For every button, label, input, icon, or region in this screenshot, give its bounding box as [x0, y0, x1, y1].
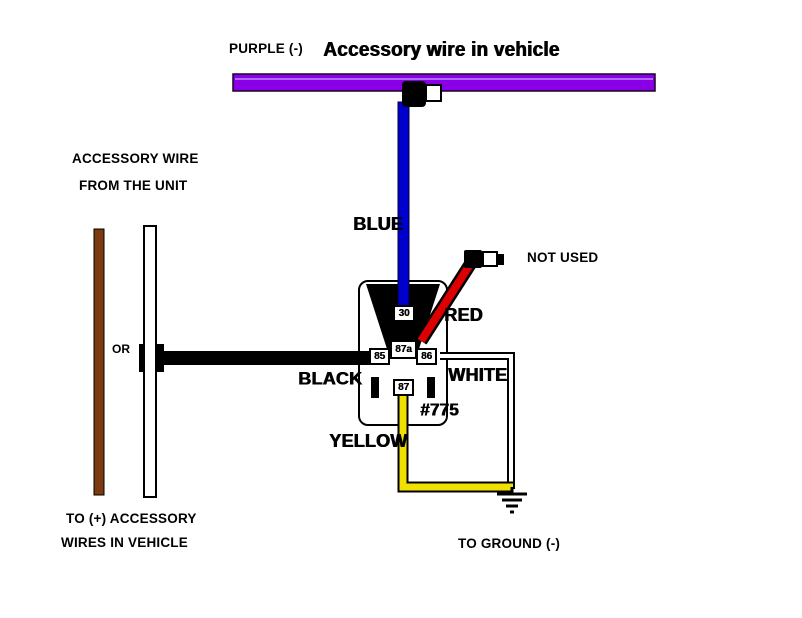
or-label: OR	[112, 342, 130, 356]
to-ground-label: TO GROUND (-)	[458, 536, 561, 551]
black-wire-label: BLACK	[298, 367, 362, 389]
relay-blade-left	[371, 377, 379, 398]
ground-symbol	[497, 487, 527, 514]
black-wire	[142, 351, 376, 365]
white-wire-label: WHITE	[448, 363, 507, 385]
relay-blade-right	[427, 377, 435, 398]
blue-wire-label: BLUE	[353, 212, 403, 234]
relay-terminal-87a: 87a	[390, 340, 417, 359]
relay-terminal-85: 85	[369, 348, 390, 365]
not-used-connector	[464, 250, 504, 268]
yellow-wire	[399, 396, 513, 491]
blue-wire	[397, 101, 410, 308]
relay-part-number-label: #775	[420, 399, 459, 420]
relay-terminal-30: 30	[393, 305, 415, 322]
accessory-wire-from-unit-label-line2: FROM THE UNIT	[79, 178, 188, 193]
not-used-label: NOT USED	[527, 250, 599, 265]
relay-terminal-87: 87	[393, 379, 414, 396]
white-accessory-wire	[143, 225, 157, 498]
accessory-wire-from-unit-label-line1: ACCESSORY WIRE	[72, 151, 199, 166]
accessory-wire-in-vehicle-title: Accessory wire in vehicle	[323, 38, 560, 61]
red-wire	[417, 260, 475, 344]
purple-wire	[232, 73, 656, 92]
to-accessory-label-line1: TO (+) ACCESSORY	[66, 511, 197, 526]
purple-wire-label: PURPLE (-)	[229, 41, 303, 56]
red-wire-label: RED	[444, 303, 483, 325]
relay-terminal-86: 86	[416, 348, 437, 365]
to-accessory-label-line2: WIRES IN VEHICLE	[61, 535, 188, 550]
yellow-wire-label: YELLOW	[329, 429, 408, 451]
purple-wire-tap-connector	[402, 81, 442, 107]
brown-accessory-wire	[93, 228, 105, 496]
white-wire	[440, 354, 513, 489]
